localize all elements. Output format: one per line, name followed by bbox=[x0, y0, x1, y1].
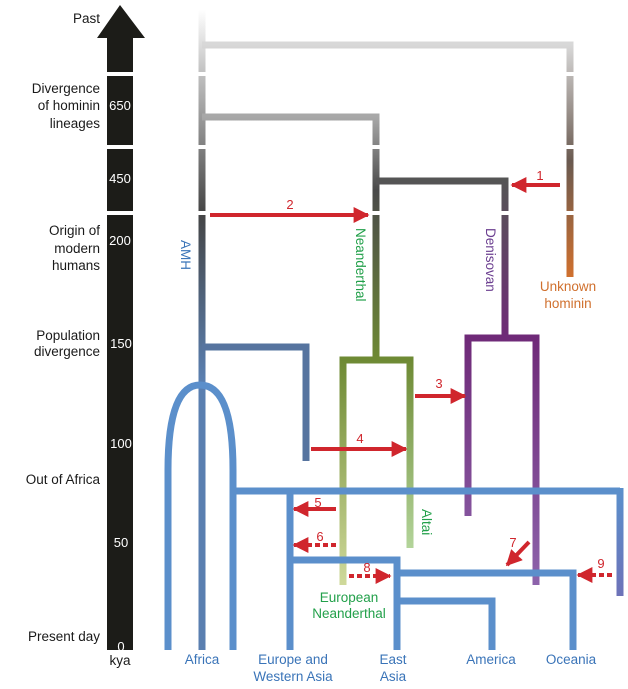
label-out-of-africa: Out of Africa bbox=[26, 472, 101, 487]
denisovan-branch bbox=[376, 177, 509, 338]
label-denisovan: Denisovan bbox=[483, 228, 498, 292]
time-axis: 650 450 200 150 100 50 0 kya Past Diverg… bbox=[26, 5, 145, 668]
gene-flow-label-9: 9 bbox=[597, 556, 604, 571]
tick-50: 50 bbox=[114, 535, 128, 550]
label-neanderthal: Neanderthal bbox=[353, 228, 368, 302]
label-amh: AMH bbox=[178, 240, 193, 270]
oceania-branch bbox=[397, 569, 577, 650]
gene-flow-label-7: 7 bbox=[509, 535, 516, 550]
label-altai: Altai bbox=[419, 509, 434, 535]
east-asia-branch bbox=[290, 556, 401, 650]
gene-flow-label-4: 4 bbox=[356, 431, 363, 446]
label-east-asia-1: East bbox=[379, 652, 406, 667]
gene-flow-label-2: 2 bbox=[286, 197, 293, 212]
label-population-1: Population bbox=[36, 328, 100, 343]
tick-100: 100 bbox=[110, 436, 132, 451]
label-africa: Africa bbox=[185, 652, 220, 667]
label-europe-1: Europe and bbox=[258, 652, 328, 667]
gene-flow-arrows bbox=[210, 177, 612, 584]
gene-flow-label-3: 3 bbox=[435, 376, 442, 391]
label-unknown-2: hominin bbox=[544, 296, 591, 311]
label-america: America bbox=[466, 652, 516, 667]
gene-flow-label-6: 6 bbox=[316, 529, 323, 544]
label-origin-1: Origin of bbox=[49, 223, 100, 238]
unknown-hominin-branch bbox=[202, 41, 574, 277]
neanderthal-branch bbox=[202, 113, 380, 360]
label-present-day: Present day bbox=[28, 629, 100, 644]
america-branch bbox=[397, 597, 496, 650]
africa-arch bbox=[164, 381, 237, 650]
label-east-asia-2: Asia bbox=[380, 669, 407, 684]
label-oceania: Oceania bbox=[546, 652, 597, 667]
phylogeny-tree bbox=[164, 10, 624, 650]
axis-segment bbox=[107, 215, 133, 650]
label-origin-2: modern bbox=[54, 241, 100, 256]
label-european-neanderthal-2: Neanderthal bbox=[312, 606, 386, 621]
label-unknown-1: Unknown bbox=[540, 279, 596, 294]
label-divergence-2: of hominin bbox=[38, 98, 100, 113]
gene-flow-label-8: 8 bbox=[363, 560, 370, 575]
gene-flow-arrow-7 bbox=[505, 540, 531, 567]
past-arrow-icon bbox=[97, 5, 145, 72]
gene-flow-label-1: 1 bbox=[536, 168, 543, 183]
label-divergence-1: Divergence bbox=[32, 81, 100, 96]
axis-segment bbox=[107, 76, 133, 145]
tick-200: 200 bbox=[109, 233, 131, 248]
tick-150: 150 bbox=[110, 336, 132, 351]
gene-flow-label-5: 5 bbox=[314, 495, 321, 510]
axis-unit: kya bbox=[109, 653, 131, 668]
label-population-2: divergence bbox=[34, 344, 100, 359]
label-origin-3: humans bbox=[52, 258, 100, 273]
label-past: Past bbox=[73, 11, 100, 26]
label-european-neanderthal-1: European bbox=[320, 590, 379, 605]
label-divergence-3: lineages bbox=[50, 116, 101, 131]
european-neanderthal-branch bbox=[339, 356, 376, 585]
altai-branch bbox=[376, 356, 414, 548]
amh-early-divergence bbox=[202, 343, 310, 461]
denisovan-split bbox=[464, 334, 540, 585]
axis-segment bbox=[107, 149, 133, 211]
label-europe-2: Western Asia bbox=[253, 669, 333, 684]
tick-450: 450 bbox=[109, 171, 131, 186]
tick-0: 0 bbox=[117, 639, 124, 654]
tick-650: 650 bbox=[109, 98, 131, 113]
